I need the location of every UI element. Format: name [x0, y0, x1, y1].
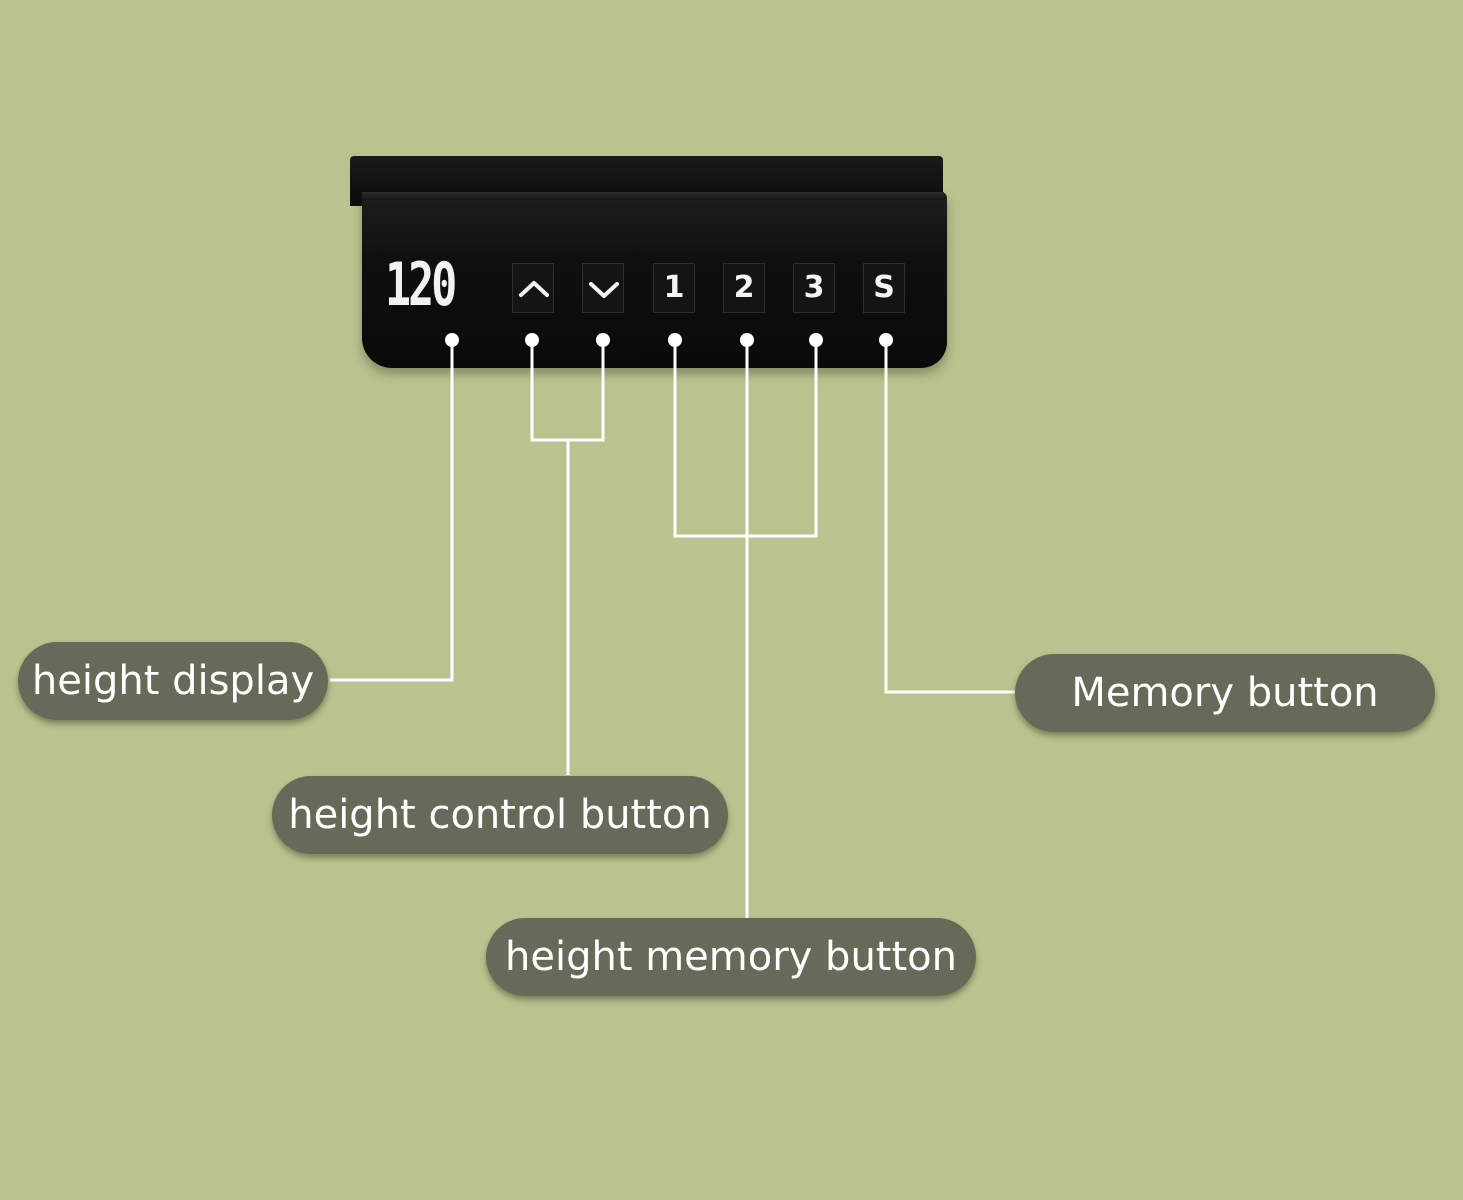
- chevron-down-icon: [589, 282, 619, 298]
- height-display-readout: 120: [385, 250, 457, 320]
- anchor-dot-set: [879, 333, 893, 347]
- memory-3-button[interactable]: 3: [793, 263, 835, 313]
- anchor-dot-memory-2: [740, 333, 754, 347]
- leader-line-height-display: [330, 340, 454, 682]
- down-button[interactable]: [582, 263, 624, 313]
- memory-1-button[interactable]: 1: [653, 263, 695, 313]
- label-height-display: height display: [18, 642, 328, 720]
- control-panel-ridge: [362, 192, 944, 200]
- up-button[interactable]: [512, 263, 554, 313]
- label-height-memory-button: height memory button: [486, 918, 976, 996]
- anchor-dot-down: [596, 333, 610, 347]
- label-height-control-button: height control button: [272, 776, 728, 854]
- anchor-dot-display: [445, 333, 459, 347]
- memory-2-button[interactable]: 2: [723, 263, 765, 313]
- anchor-dot-up: [525, 333, 539, 347]
- anchor-dot-memory-3: [809, 333, 823, 347]
- leader-line-height-control: [530, 340, 605, 442]
- chevron-up-icon: [519, 281, 549, 297]
- set-memory-button[interactable]: S: [863, 263, 905, 313]
- leader-line-memory: [884, 340, 1015, 694]
- anchor-dot-memory-1: [668, 333, 682, 347]
- label-memory-button: Memory button: [1015, 654, 1435, 732]
